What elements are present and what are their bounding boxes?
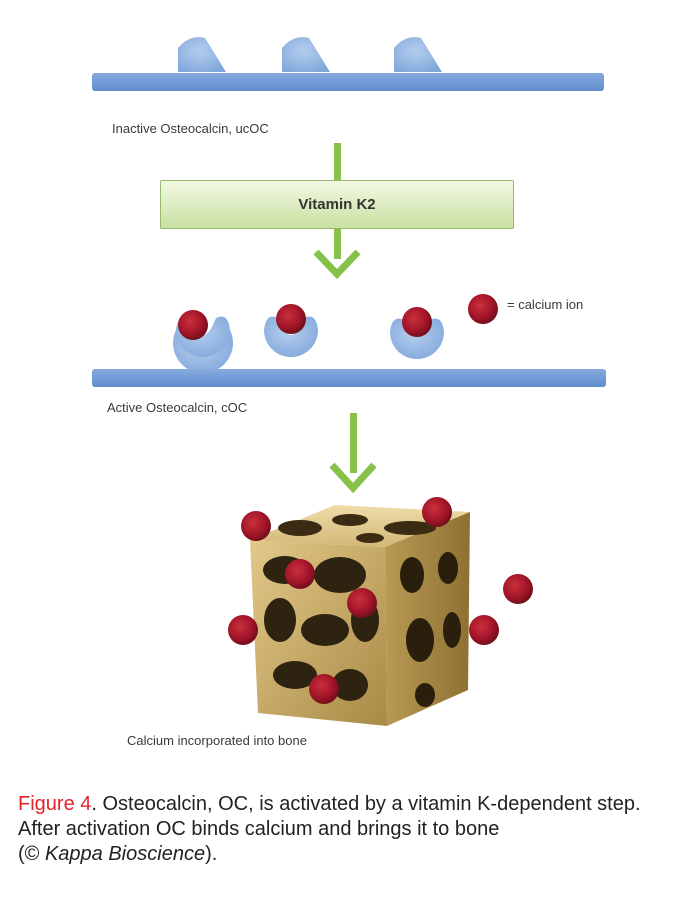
calcium-ion — [178, 310, 208, 340]
active-osteocalcin-proteins — [173, 304, 444, 374]
caption-credit-source: Kappa Bioscience — [44, 843, 206, 865]
vitamin-k2-label: Vitamin K2 — [298, 196, 376, 213]
calcium-ion — [285, 559, 315, 589]
active-protein-1 — [173, 310, 233, 374]
arrow-down-icon — [334, 143, 341, 181]
calcium-ion — [469, 615, 499, 645]
active-membrane-bar — [92, 369, 606, 387]
inactive-osteocalcin-label: Inactive Osteocalcin, ucOC — [112, 121, 269, 136]
calcium-ion — [422, 497, 452, 527]
active-protein-3 — [390, 307, 444, 359]
arrow-down-icon — [313, 229, 361, 280]
vitamin-k2-box: Vitamin K2 — [160, 180, 514, 229]
inactive-osteocalcin-proteins — [178, 37, 442, 72]
calcium-ion-legend-label: = calcium ion — [507, 297, 584, 312]
calcium-ion — [402, 307, 432, 337]
bone-label: Calcium incorporated into bone — [127, 733, 307, 748]
caption-credit-open: (© — [18, 843, 45, 865]
figure-caption: Figure 4. Osteocalcin, OC, is activated … — [18, 792, 678, 867]
active-osteocalcin-label: Active Osteocalcin, cOC — [107, 400, 248, 415]
calcium-ion — [241, 511, 271, 541]
active-protein-2 — [264, 304, 318, 357]
calcium-ion-legend — [468, 294, 498, 324]
inactive-protein-3 — [394, 37, 442, 72]
inactive-protein-2 — [282, 37, 330, 72]
calcium-ion — [347, 588, 377, 618]
calcium-ion — [228, 615, 258, 645]
figure-number: Figure 4 — [18, 793, 92, 815]
calcium-ion — [503, 574, 533, 604]
caption-text: . Osteocalcin, OC, is activated by a vit… — [18, 793, 641, 840]
caption-credit-close: ). — [205, 843, 218, 865]
inactive-protein-1 — [178, 37, 226, 72]
calcium-ion — [276, 304, 306, 334]
arrow-down-icon — [329, 413, 377, 494]
bone-calcium-ions — [228, 497, 533, 704]
osteocalcin-diagram — [92, 37, 606, 726]
inactive-membrane-bar — [92, 73, 604, 91]
calcium-ion — [309, 674, 339, 704]
